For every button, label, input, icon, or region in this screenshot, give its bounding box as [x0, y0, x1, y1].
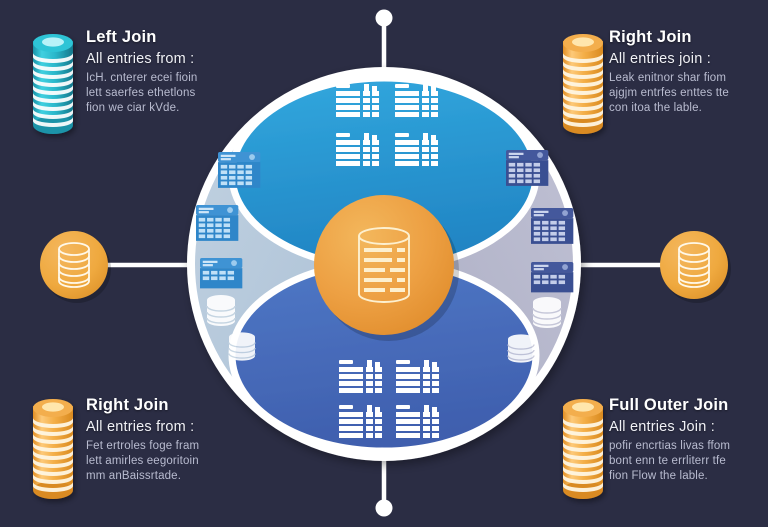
bottom-left-join-body-line-2: lett amirles eegoritoin — [86, 455, 199, 468]
left-region-table-icons — [196, 152, 261, 361]
right-join-label: Right Join All entries join : Leak enitn… — [609, 28, 768, 117]
right-region-ghost-cylinders — [507, 297, 562, 363]
bottom-left-join-subtitle: All entries from : — [86, 419, 195, 436]
full-outer-join-body-line-1: pofir encrtias livas ffom — [609, 440, 731, 453]
bottom-lens-record-icons — [339, 360, 439, 438]
full-outer-join-subtitle: All entries Join : — [609, 419, 715, 436]
right-database-node[interactable] — [660, 231, 731, 303]
right-join-body-line-3: con itoa the lable. — [609, 102, 702, 115]
right-join-body: Leak enitnor shar fiom ajgjm entrfes ent… — [609, 71, 768, 117]
left-join-subtitle: All entries from : — [86, 51, 195, 68]
full-outer-join-body-line-3: fion Flow the lable. — [609, 470, 708, 483]
right-region-table-icons — [506, 150, 574, 363]
left-region-ghost-cylinders — [206, 295, 256, 361]
database-cylinder-icon — [58, 242, 90, 288]
bottom-left-join-body-line-3: mm anBaissrtade. — [86, 470, 182, 483]
full-outer-join-body: pofir encrtias livas ffom bont enn te er… — [609, 439, 768, 485]
top-connector-dot — [375, 9, 393, 27]
right-join-subtitle: All entries join : — [609, 51, 711, 68]
bottom-left-join-label: Right Join All entries from : Fet ertrol… — [86, 396, 261, 485]
left-join-body-line-2: lett saerfes ethetlons — [86, 87, 196, 100]
bottom-left-join-body: Fet ertroles foge fram lett amirles eego… — [86, 439, 261, 485]
left-join-cylinder — [33, 34, 73, 134]
left-join-title: Left Join — [86, 28, 157, 46]
database-cylinder-icon — [678, 242, 710, 288]
right-join-cylinder — [563, 34, 603, 134]
full-outer-join-body-line-2: bont enn te errliterr tfe — [609, 455, 726, 468]
bottom-left-join-body-line-1: Fet ertroles foge fram — [86, 440, 200, 453]
right-join-title: Right Join — [609, 28, 692, 46]
bottom-connector-dot — [375, 499, 393, 517]
full-outer-join-cylinder — [563, 399, 603, 499]
right-join-body-line-2: ajgjm entrfes enttes tte — [609, 87, 729, 100]
left-join-body-line-3: fion we ciar kVde. — [86, 102, 180, 115]
left-join-label: Left Join All entries from : IcH. cntere… — [86, 28, 261, 117]
left-join-body: IcH. cnterer ecei fioin lett saerfes eth… — [86, 71, 261, 117]
bottom-left-join-cylinder — [33, 399, 73, 499]
database-table-icon — [358, 227, 410, 303]
full-outer-join-title: Full Outer Join — [609, 396, 729, 414]
bottom-overlap-lens — [228, 258, 540, 455]
right-join-body-line-1: Leak enitnor shar fiom — [609, 72, 727, 85]
left-database-node[interactable] — [40, 231, 111, 303]
full-outer-join-label: Full Outer Join All entries Join : pofir… — [609, 396, 768, 485]
left-join-body-line-1: IcH. cnterer ecei fioin — [86, 72, 198, 85]
bottom-left-join-title: Right Join — [86, 396, 169, 414]
top-lens-record-icons — [336, 84, 438, 166]
center-database-node[interactable] — [314, 195, 459, 341]
